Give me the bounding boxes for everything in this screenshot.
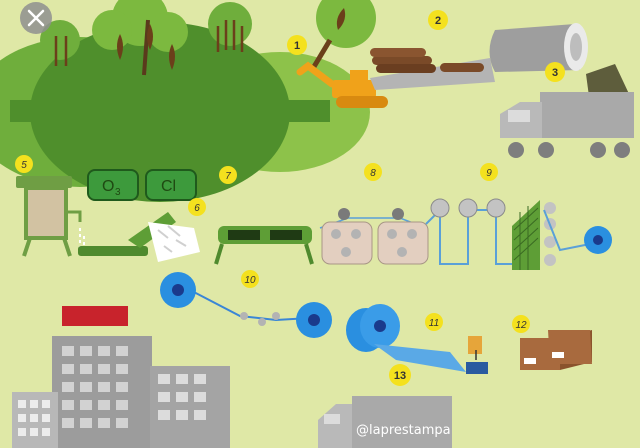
close-icon xyxy=(27,9,45,27)
svg-text:6: 6 xyxy=(194,203,200,214)
close-button[interactable] xyxy=(20,2,52,34)
drying-cylinders xyxy=(425,198,512,265)
ozone-label: O xyxy=(102,178,114,195)
svg-text:2: 2 xyxy=(435,15,441,27)
svg-text:1: 1 xyxy=(294,40,300,52)
watermark-text: @laprestampa xyxy=(356,423,451,438)
chlorine-label: Cl xyxy=(161,178,176,195)
step-badge-1: 1 xyxy=(287,35,307,55)
step-badge-10: 10 xyxy=(241,270,259,288)
svg-text:3: 3 xyxy=(552,67,558,79)
felled-tree xyxy=(309,0,376,72)
svg-text:5: 5 xyxy=(21,160,27,171)
svg-text:11: 11 xyxy=(429,318,439,329)
step-badge-2: 2 xyxy=(428,10,448,30)
step-badge-3: 3 xyxy=(545,62,565,82)
step-badge-11: 11 xyxy=(425,313,443,331)
step-badge-5: 5 xyxy=(15,155,33,173)
svg-text:8: 8 xyxy=(370,168,376,179)
step-badge-13: 13 xyxy=(389,364,411,386)
step-badge-7: 7 xyxy=(219,166,237,184)
forest xyxy=(0,0,376,202)
step-badge-6: 6 xyxy=(188,198,206,216)
pulp-tank xyxy=(16,176,85,257)
log-pile xyxy=(370,48,495,90)
shipping-boxes xyxy=(520,330,592,370)
chlorine-box: Cl xyxy=(145,169,197,201)
chip-truck xyxy=(500,64,634,158)
reel-roll xyxy=(584,226,612,254)
tree xyxy=(208,2,252,52)
tree xyxy=(40,20,80,66)
step-badge-9: 9 xyxy=(480,163,498,181)
step-badge-8: 8 xyxy=(364,163,382,181)
ozone-box: O 3 xyxy=(87,169,139,201)
debarking-drum xyxy=(489,23,588,72)
excavator xyxy=(296,61,388,108)
city-buildings xyxy=(12,306,230,448)
svg-text:7: 7 xyxy=(225,171,231,182)
svg-text:10: 10 xyxy=(244,275,256,286)
ozone-subscript: 3 xyxy=(115,187,121,198)
svg-text:9: 9 xyxy=(486,168,492,179)
press-section xyxy=(319,208,429,265)
forming-table xyxy=(214,226,314,265)
step-badge-12: 12 xyxy=(512,315,530,333)
cutting-machine xyxy=(346,304,488,374)
tree xyxy=(92,0,188,76)
calender-stack xyxy=(512,200,591,270)
svg-text:13: 13 xyxy=(394,370,406,382)
pulp-conveyor xyxy=(78,212,200,262)
delivery-truck: @laprestampa xyxy=(318,396,452,448)
rewinder xyxy=(160,272,332,338)
svg-text:12: 12 xyxy=(515,320,527,331)
